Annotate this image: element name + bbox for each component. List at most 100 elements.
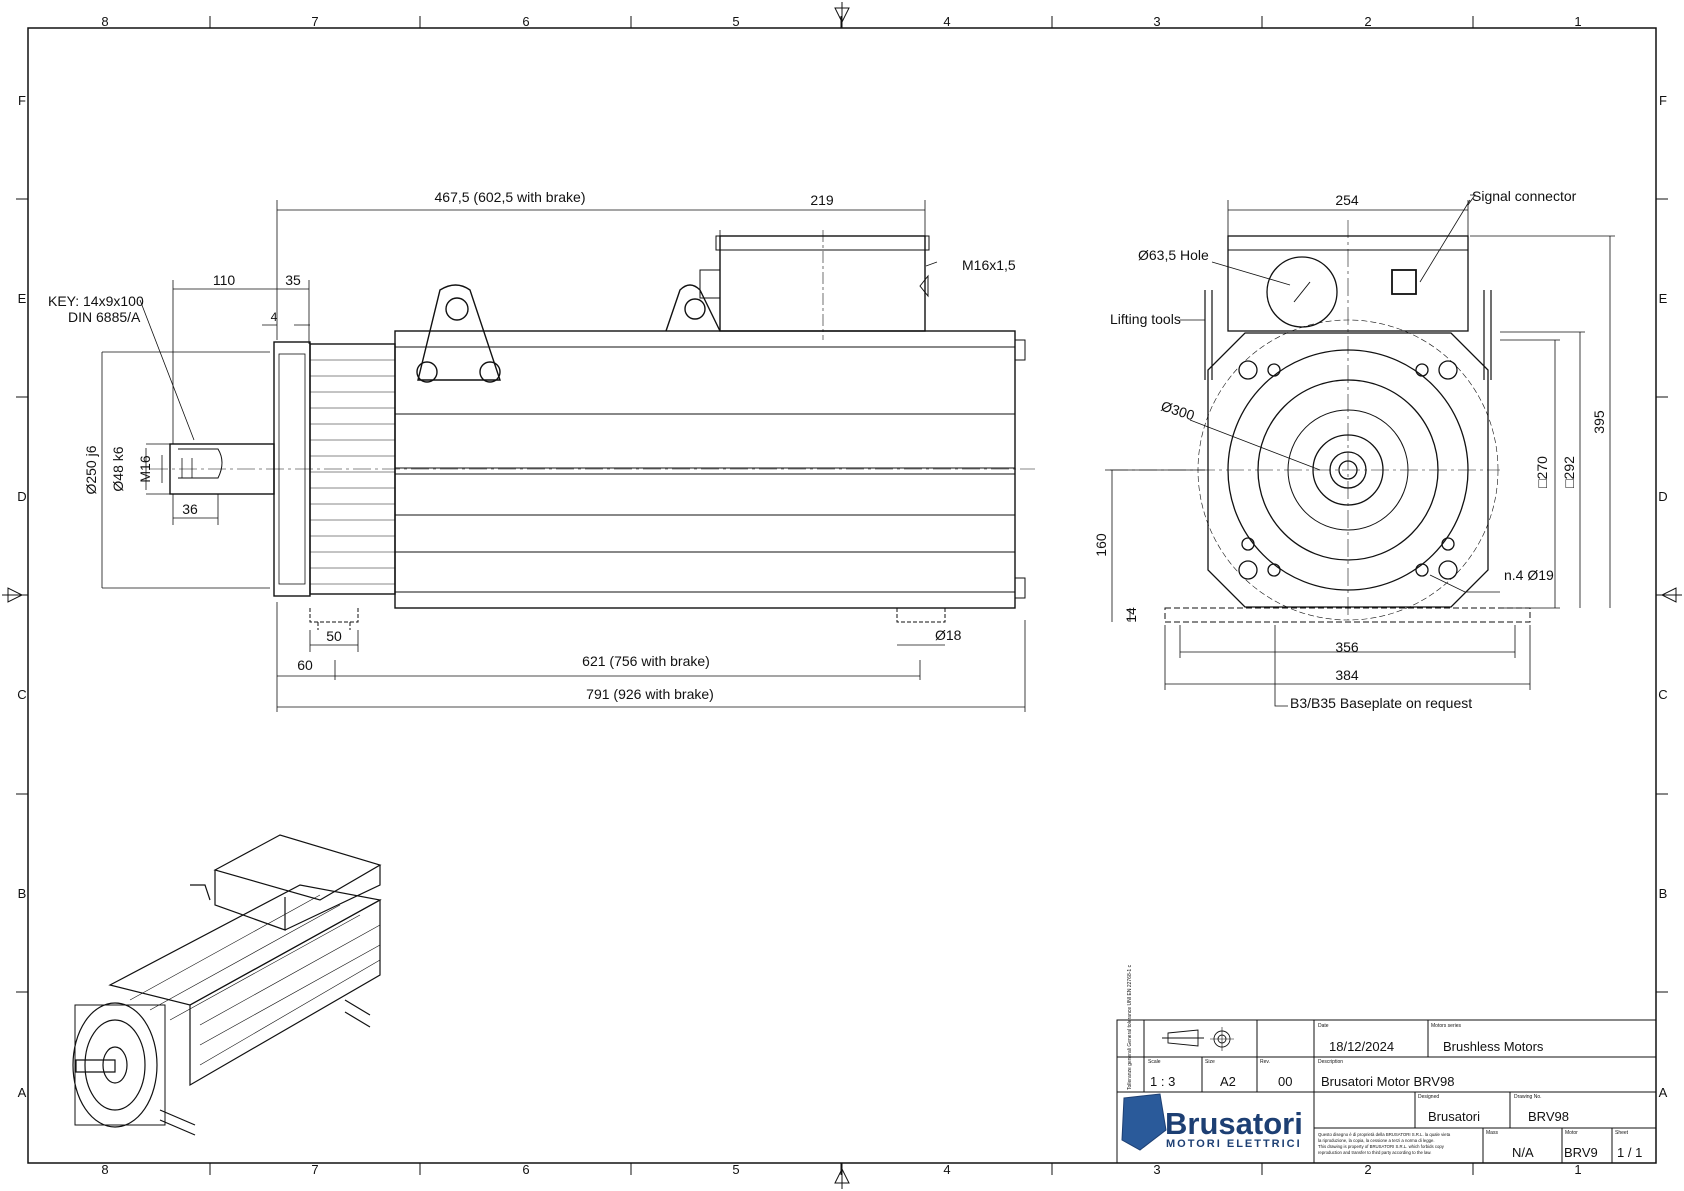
row-label-right: A [1659,1085,1668,1100]
dim-35: 35 [285,272,301,288]
designed-label: Designed [1418,1094,1439,1100]
col-label-bottom: 3 [1153,1162,1160,1177]
dim-50: 50 [326,628,342,644]
col-label-top: 6 [522,14,529,29]
row-label-right: C [1658,687,1667,702]
motor-body [394,330,1016,609]
row-label-left: A [18,1085,27,1100]
shaft-keyway [178,448,223,479]
disclaimer-line: reproduction and transfer to third party… [1318,1150,1431,1155]
baseplate-note: B3/B35 Baseplate on request [1290,695,1472,711]
col-label-top: 1 [1574,14,1581,29]
designed-value: Brusatori [1428,1109,1480,1124]
disclaimer-line: This drawing is property of BRUSATORI S.… [1318,1144,1445,1149]
dim-791: 791 (926 with brake) [586,686,714,702]
front-view-labels: 254 Signal connector Ø63,5 Hole Lifting … [1093,188,1607,711]
logo-name: Brusatori [1165,1106,1303,1141]
dim-36: 36 [182,501,198,517]
tolerance-text: Tolleranze generali General tolerance UN… [1127,964,1133,1090]
dim-overall-top: 467,5 (602,5 with brake) [435,189,586,205]
disclaimer-line: la riproduzione, la copia, la cessione a… [1318,1138,1435,1143]
mass-label: Mass [1486,1130,1498,1136]
col-label-top: 5 [732,14,739,29]
dim-box-width: 219 [810,192,834,208]
dim-14: 14 [1123,607,1139,623]
row-label-right: F [1659,93,1667,108]
rev-value: 00 [1278,1074,1292,1089]
row-label-right: B [1659,886,1668,901]
key-label: KEY: 14x9x100 [48,293,144,309]
hole-label: Ø63,5 Hole [1138,247,1209,263]
logo: Brusatori MOTORI ELETTRICI [1121,1093,1303,1151]
row-label-left: B [18,886,27,901]
dim-395: 395 [1591,410,1607,434]
disclaimer-line: Questo disegno è di proprietà della BRUS… [1318,1132,1451,1137]
front-flange [1207,332,1489,608]
front-view-dimensions [1105,194,1615,707]
logo-subtitle: MOTORI ELETTRICI [1166,1138,1302,1150]
col-label-top: 2 [1364,14,1371,29]
col-label-bottom: 6 [522,1162,529,1177]
dim-m16: M16 [137,455,153,482]
dim-356: 356 [1335,639,1359,655]
size-label: Size [1205,1059,1215,1065]
scale-label: Scale [1148,1059,1161,1065]
date-value: 18/12/2024 [1329,1039,1394,1054]
holes-label: n.4 Ø19 [1504,567,1554,583]
description-value: Brusatori Motor BRV98 [1321,1074,1454,1089]
side-view-dimensions [101,200,1026,712]
col-label-top: 7 [311,14,318,29]
row-label-left: D [17,489,26,504]
dim-60: 60 [297,657,313,673]
lifting-tools-label: Lifting tools [1110,311,1181,327]
isometric-view [72,834,382,1136]
col-label-top: 3 [1153,14,1160,29]
dim-4: 4 [271,310,278,324]
side-view-labels: 467,5 (602,5 with brake) 219 110 35 4 KE… [48,189,1016,702]
col-label-top: 4 [943,14,950,29]
mass-value: N/A [1512,1145,1534,1160]
dim-sq-292: □292 [1561,456,1577,488]
motor-label: Motor [1565,1130,1578,1136]
thread-label: M16x1,5 [962,257,1016,273]
mounting-foot [309,608,946,630]
dim-front-box-width: 254 [1335,192,1359,208]
col-label-bottom: 7 [311,1162,318,1177]
sheet-label: Sheet [1615,1130,1629,1136]
row-label-left: E [18,291,27,306]
drawing-border [16,16,1668,1175]
col-label-bottom: 1 [1574,1162,1581,1177]
lifting-eye [417,284,501,381]
col-label-bottom: 2 [1364,1162,1371,1177]
col-label-bottom: 8 [101,1162,108,1177]
dim-dia-48: Ø48 k6 [110,446,126,491]
col-label-bottom: 4 [943,1162,950,1177]
dim-384: 384 [1335,667,1359,683]
title-block [1116,1019,1657,1164]
dim-foot-hole: Ø18 [935,627,962,643]
dim-dia-250: Ø250 j6 [83,445,99,494]
dim-160: 160 [1093,533,1109,557]
col-label-top: 8 [101,14,108,29]
row-label-right: E [1659,291,1668,306]
row-label-left: C [17,687,26,702]
series-value: Brushless Motors [1443,1039,1544,1054]
motor-value: BRV9 [1564,1145,1598,1160]
key-label-din: DIN 6885/A [68,309,141,325]
row-label-left: F [18,93,26,108]
rev-label: Rev. [1260,1059,1270,1065]
drawing-label: Drawing No. [1514,1094,1542,1100]
scale-value: 1 : 3 [1150,1074,1175,1089]
grid-column-labels: 8 7 6 5 4 3 2 1 8 7 6 5 4 3 2 1 [101,14,1581,1177]
sheet-value: 1 / 1 [1617,1145,1642,1160]
desc-label: Description [1318,1059,1343,1065]
grid-row-labels: F E D C B A F E D C B A [17,93,1667,1100]
signal-connector [1391,269,1417,295]
dim-110: 110 [213,272,236,288]
title-block-text: Tolleranze generali General tolerance UN… [1127,964,1642,1160]
front-view [1110,220,1531,623]
series-label: Motors series [1431,1023,1462,1029]
size-value: A2 [1220,1074,1236,1089]
